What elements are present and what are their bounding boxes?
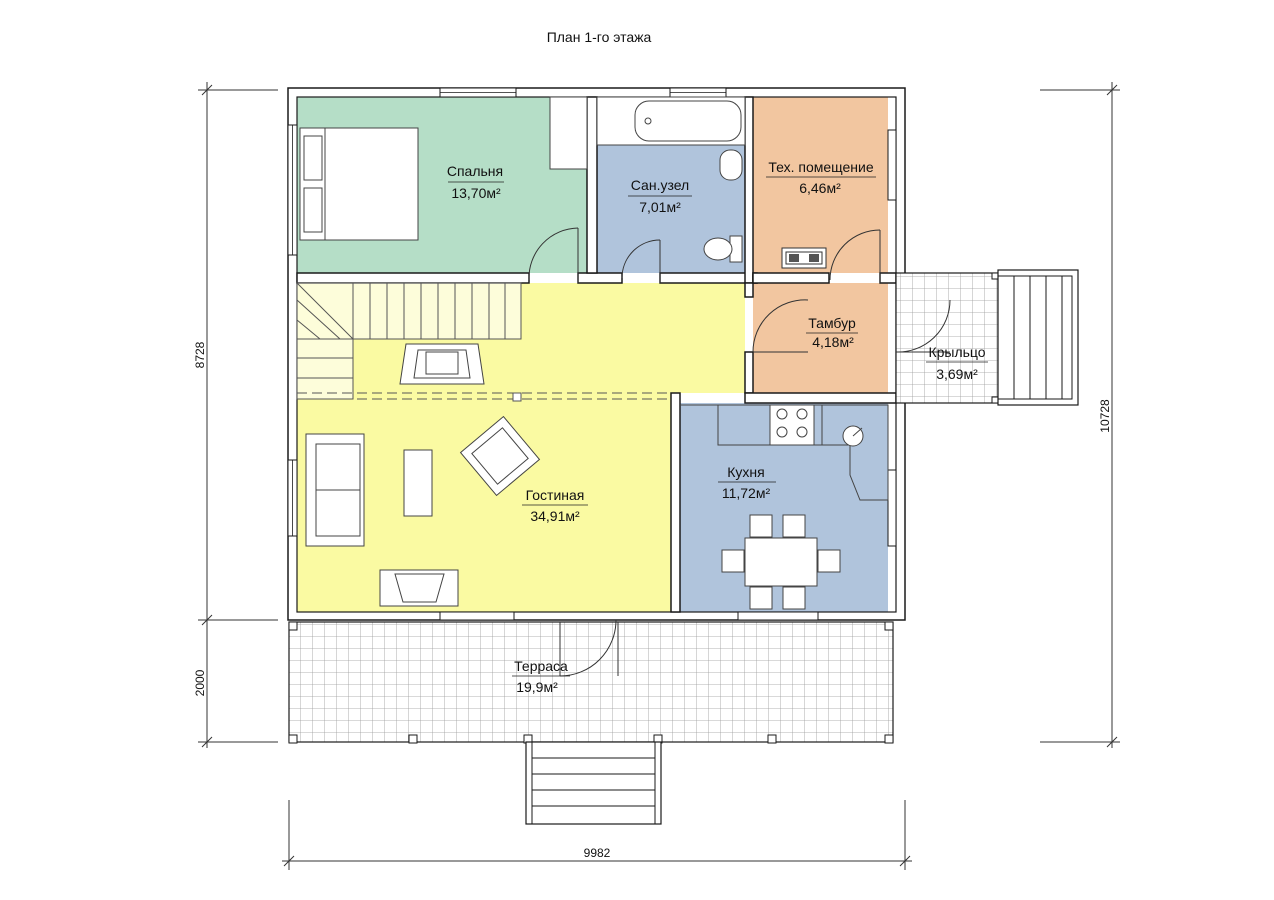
fireplace-icon [399, 343, 485, 385]
room-label-porch: Крыльцо 3,69м² [926, 344, 988, 382]
porch-floor [895, 272, 999, 404]
porch-post [991, 396, 999, 404]
windows [287, 87, 897, 621]
bedroom-area: 13,70м² [451, 185, 501, 201]
room-label-tech: Тех. помещение 6,46м² [766, 159, 876, 196]
dim-left-lower: 2000 [193, 669, 207, 696]
vestibule-name: Тамбур [808, 315, 856, 331]
terrace-floor [288, 621, 894, 743]
porch-name: Крыльцо [928, 344, 985, 360]
living-name: Гостиная [526, 487, 585, 503]
vestibule-area: 4,18м² [812, 334, 854, 350]
wardrobe-icon [549, 96, 588, 170]
vestibule-floor [753, 283, 888, 393]
armchair-icon [459, 415, 541, 497]
bathroom-area: 7,01м² [639, 199, 681, 215]
dim-right: 10728 [1098, 399, 1112, 433]
dimension-lines [198, 82, 1120, 870]
living-area: 34,91м² [530, 508, 580, 524]
tech-area: 6,46м² [799, 180, 841, 196]
bed-icon [299, 127, 419, 241]
porch-steps [997, 269, 1079, 406]
tv-stand-icon [379, 569, 459, 607]
terrace-area: 19,9м² [516, 679, 558, 695]
room-label-terrace: Терраса 19,9м² [512, 658, 570, 695]
porch-area: 3,69м² [936, 366, 978, 382]
toilet-icon [703, 235, 743, 263]
kitchen-sink-icon [842, 425, 864, 447]
bedroom-name: Спальня [447, 163, 503, 179]
dining-table-icon [721, 514, 841, 610]
room-label-vestibule: Тамбур 4,18м² [806, 315, 858, 350]
room-label-bedroom: Спальня 13,70м² [447, 163, 504, 201]
porch-post [991, 272, 999, 280]
tech-name: Тех. помещение [768, 159, 874, 175]
stove-icon [769, 404, 815, 446]
room-label-bathroom: Сан.узел 7,01м² [628, 177, 692, 215]
dim-bottom: 9982 [584, 846, 611, 860]
doors [528, 227, 951, 677]
dim-left-upper: 8728 [193, 341, 207, 368]
sink-icon [719, 149, 743, 181]
bathtub-icon [596, 96, 746, 146]
plan-title: План 1-го этажа [547, 29, 652, 45]
tech-room-floor [753, 97, 888, 273]
terrace-steps [525, 741, 662, 825]
kitchen-area: 11,72м² [722, 485, 771, 501]
staircase-icon [296, 282, 671, 402]
terrace-name: Терраса [514, 658, 568, 674]
sofa-icon [305, 433, 365, 547]
kitchen-name: Кухня [727, 464, 764, 480]
boiler-icon [781, 247, 827, 269]
room-label-living: Гостиная 34,91м² [522, 487, 588, 524]
room-label-kitchen: Кухня 11,72м² [718, 464, 776, 501]
coffee-table-icon [403, 449, 433, 517]
bathroom-name: Сан.узел [631, 177, 689, 193]
